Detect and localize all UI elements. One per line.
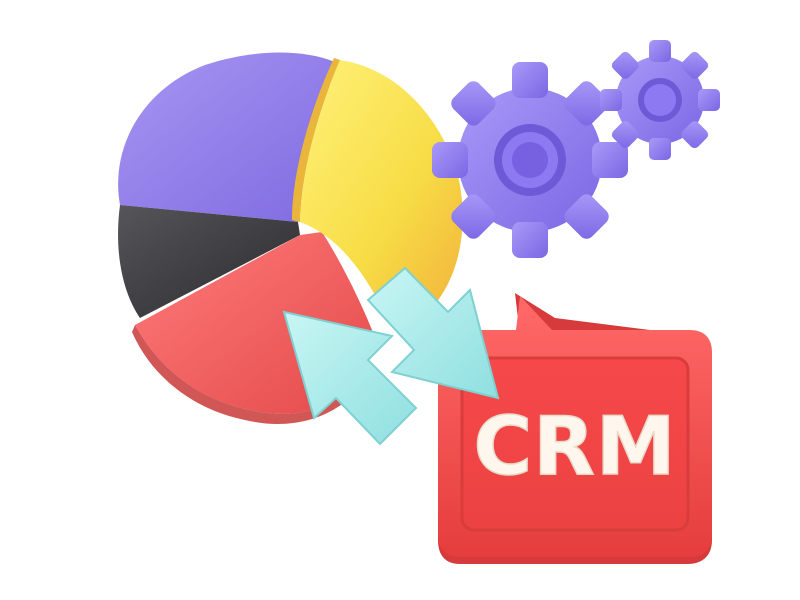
arrow-down-right <box>366 266 500 400</box>
gear-icon <box>432 62 628 258</box>
pie-slice-purple <box>118 52 336 222</box>
pie-slice-dark <box>118 205 300 318</box>
exchange-arrows-icon <box>282 266 500 446</box>
speech-bubble-icon: CRM <box>438 293 712 564</box>
pie-slice-yellow-edge <box>292 58 340 222</box>
pie-slice-yellow <box>300 60 463 310</box>
gear-icon <box>600 40 720 160</box>
arrow-up-left <box>282 310 418 446</box>
pie-slice-red-rim <box>132 325 345 425</box>
crm-label: CRM <box>474 400 677 493</box>
